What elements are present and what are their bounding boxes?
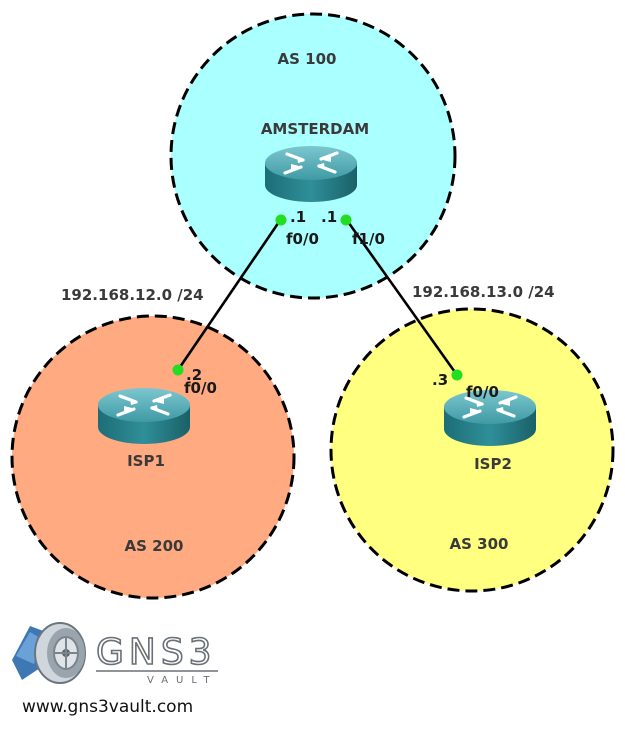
vault-wheel-icon <box>12 622 86 684</box>
as300-area <box>329 307 615 593</box>
logo-title: GNS3 <box>96 632 217 673</box>
link-endpoint-dot <box>172 364 184 376</box>
amsterdam-ip-isp2: .1 <box>321 208 337 226</box>
as200-label: AS 200 <box>125 537 184 555</box>
amsterdam-iface-isp2: f1/0 <box>352 230 385 248</box>
router-isp1-label: ISP1 <box>127 452 165 470</box>
network-label-12: 192.168.12.0 /24 <box>61 286 204 304</box>
amsterdam-ip-isp1: .1 <box>290 208 306 226</box>
router-isp2-label: ISP2 <box>474 455 512 473</box>
logo-subtitle: VAULT <box>147 675 218 686</box>
router-isp1-icon[interactable] <box>96 386 192 446</box>
gns3-logo: GNS3 VAULT <box>12 622 218 686</box>
as100-label: AS 100 <box>278 50 337 68</box>
as300-label: AS 300 <box>450 535 509 553</box>
network-label-13: 192.168.13.0 /24 <box>412 283 555 301</box>
router-amsterdam-label: AMSTERDAM <box>261 120 369 138</box>
link-endpoint-dot <box>275 214 287 226</box>
website-url[interactable]: www.gns3vault.com <box>22 697 193 717</box>
link-endpoint-dot <box>451 369 463 381</box>
router-amsterdam-icon[interactable] <box>263 144 359 204</box>
isp2-iface: f0/0 <box>466 383 499 401</box>
link-amsterdam-isp2 <box>344 218 459 376</box>
isp2-ip: .3 <box>432 371 448 389</box>
amsterdam-iface-isp1: f0/0 <box>286 230 319 248</box>
link-endpoint-dot <box>340 214 352 226</box>
as200-area <box>10 314 296 600</box>
isp1-iface: f0/0 <box>184 379 217 397</box>
link-amsterdam-isp1 <box>176 218 283 371</box>
isp1-ip: .2 <box>186 366 202 384</box>
